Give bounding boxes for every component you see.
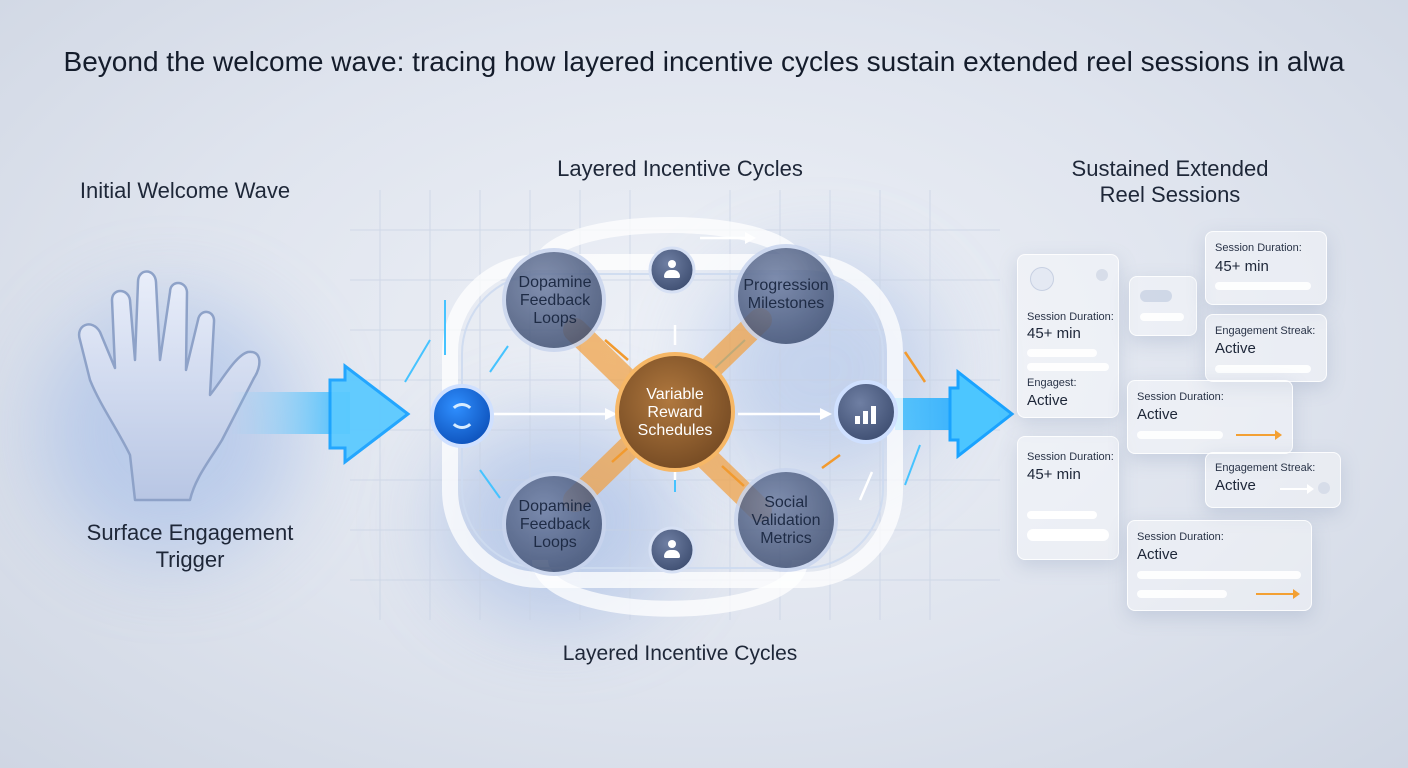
user-icon: [662, 538, 682, 560]
bar-chart-icon: [853, 400, 881, 424]
incentive-cycles-heading: Layered Incentive Cycles: [557, 156, 803, 181]
streak-card-1: Engagement Streak: Active: [1205, 314, 1327, 382]
node-label-progression: Progression Milestones: [743, 277, 829, 312]
cycle-icon: [449, 403, 475, 429]
user-icon: [662, 258, 682, 280]
node-variable-reward: [615, 352, 735, 472]
node-social: [734, 468, 838, 572]
session-card-5: Session Duration: Active: [1127, 520, 1312, 611]
session-card-1: Session Duration: 45+ min Engagest: Acti…: [1017, 254, 1119, 418]
orange-arrows: [604, 339, 927, 487]
node-label-dopamine-top: Dopamine Feedback Loops: [518, 274, 592, 327]
avatar: [1030, 267, 1054, 291]
surface-trigger-caption: Surface Engagement Trigger: [86, 520, 294, 572]
left-flow-arrow: [328, 362, 411, 466]
streak-card-2: Engagement Streak: Active: [1205, 452, 1341, 508]
session-card-2: Session Duration: 45+ min: [1017, 436, 1119, 560]
page-title: Beyond the welcome wave: tracing how lay…: [63, 46, 1345, 77]
session-card-3: Session Duration: 45+ min: [1205, 231, 1327, 305]
node-dopamine-bottom: [502, 472, 606, 576]
incentive-cycles-footer: Layered Incentive Cycles: [562, 642, 798, 665]
status-dot: [1096, 269, 1108, 281]
node-dopamine-top: [502, 248, 606, 352]
node-progression: [734, 244, 838, 348]
session-card-4: Session Duration: Active: [1127, 380, 1293, 454]
mini-card: [1129, 276, 1197, 336]
welcome-wave-heading: Initial Welcome Wave: [79, 178, 291, 203]
node-label-variable-reward: Variable Reward Schedules: [637, 386, 713, 439]
sustained-sessions-heading: Sustained Extended Reel Sessions: [1071, 156, 1269, 207]
right-flow-arrow: [948, 368, 1015, 460]
node-label-dopamine-bottom: Dopamine Feedback Loops: [518, 498, 592, 551]
welcome-hand-icon: [77, 270, 261, 502]
node-circles: [502, 244, 838, 576]
node-label-social: Social Validation Metrics: [751, 494, 821, 547]
